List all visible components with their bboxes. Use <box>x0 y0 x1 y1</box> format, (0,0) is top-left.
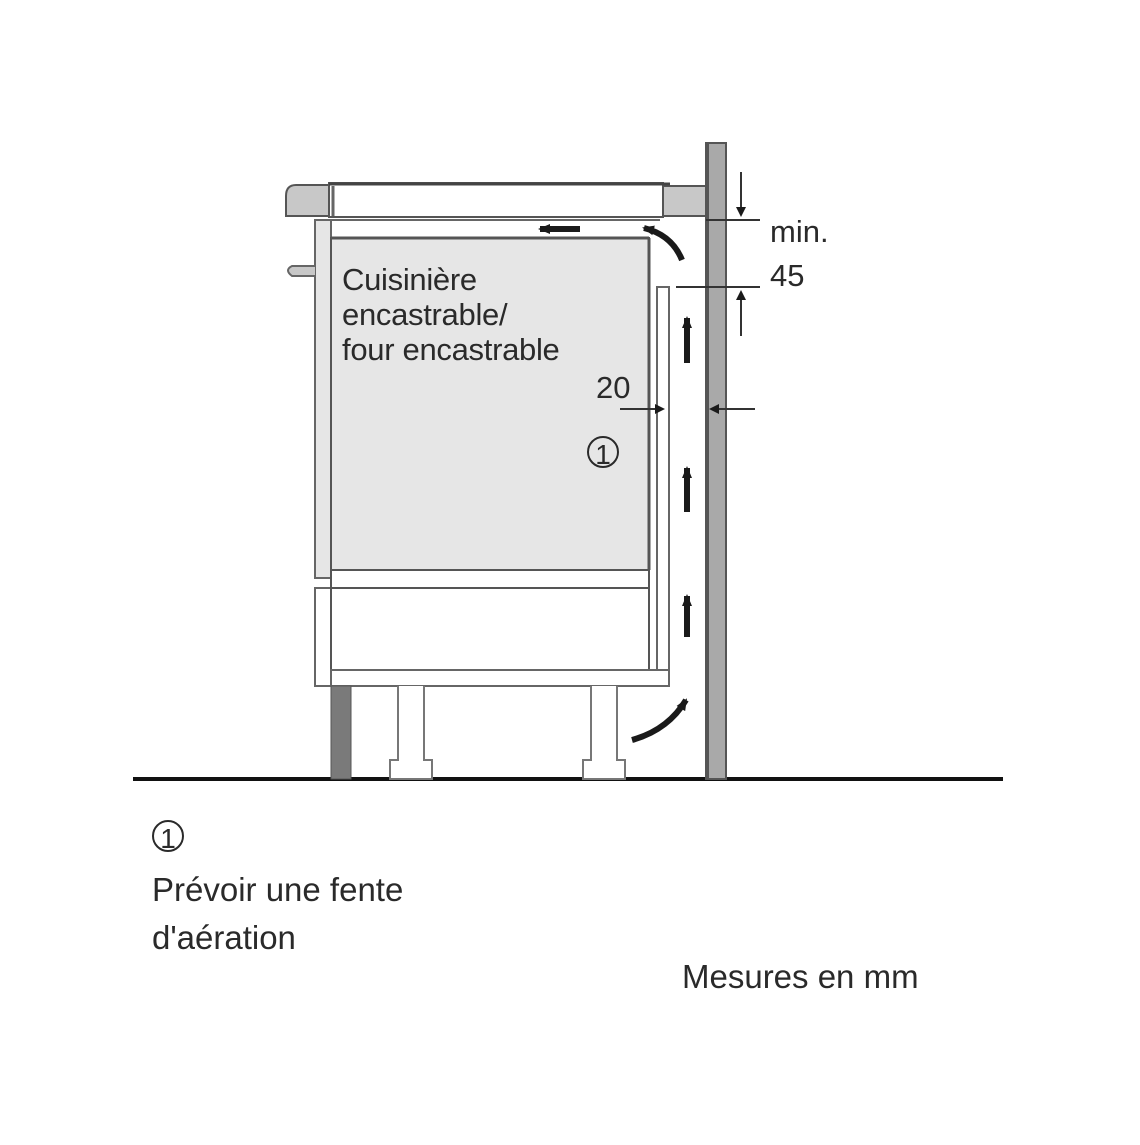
oven-label-line3: four encastrable <box>342 332 560 367</box>
legend-marker: 1 <box>152 820 184 854</box>
plinth <box>330 685 352 780</box>
units-note: Mesures en mm <box>682 958 919 995</box>
callout-marker: 1 <box>587 436 619 470</box>
top-gap-prefix: min. <box>770 214 829 249</box>
cabinet-side <box>287 219 332 687</box>
worktop <box>285 182 707 218</box>
side-gap-dimension: 20 <box>596 370 631 405</box>
oven-label: Cuisinière encastrable/ four encastrable <box>342 262 560 367</box>
top-gap-dimension: 45 <box>770 258 805 293</box>
legend-line1: Prévoir une fente <box>152 871 404 908</box>
airflow-arrows <box>538 224 692 743</box>
cabinet-feet <box>389 686 626 780</box>
legend-text: Prévoir une fente d'aération <box>152 866 403 962</box>
oven-label-line1: Cuisinière <box>342 262 477 297</box>
legend-line2: d'aération <box>152 919 296 956</box>
oven-label-line2: encastrable/ <box>342 297 508 332</box>
side-wall <box>705 142 727 780</box>
oven-body <box>330 219 670 687</box>
dimension-lines <box>620 172 760 414</box>
